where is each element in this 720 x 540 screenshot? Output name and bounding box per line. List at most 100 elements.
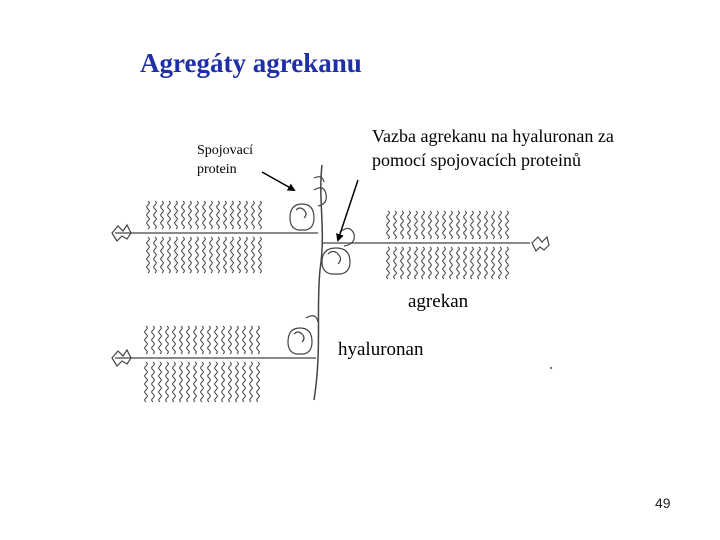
gag-chain	[173, 362, 176, 402]
gag-chain	[152, 362, 155, 402]
gag-chain	[224, 237, 227, 273]
gag-chain	[408, 247, 411, 279]
stray-dot	[550, 367, 552, 369]
gag-chain	[217, 201, 220, 229]
gag-chain	[166, 326, 169, 354]
gag-chain	[194, 326, 197, 354]
gag-chain	[231, 201, 234, 229]
gag-chain	[238, 237, 241, 273]
gag-chain	[443, 247, 446, 279]
gag-chain	[394, 211, 397, 239]
gag-chain	[217, 237, 220, 273]
gag-chain	[250, 362, 253, 402]
gag-chain	[168, 237, 171, 273]
gag-chain	[168, 201, 171, 229]
gag-chain	[238, 201, 241, 229]
gag-chains-left-upper	[147, 201, 262, 273]
gag-chain	[180, 362, 183, 402]
gag-chain	[201, 362, 204, 402]
gag-chain	[457, 211, 460, 239]
gag-chain	[443, 211, 446, 239]
page-number: 49	[655, 495, 671, 511]
gag-chain	[147, 201, 150, 229]
gag-chain	[208, 362, 211, 402]
gag-chain	[203, 201, 206, 229]
gag-chain	[182, 201, 185, 229]
hyaluronan-backbone	[314, 165, 322, 400]
gag-chain	[154, 237, 157, 273]
gag-chain	[429, 247, 432, 279]
gag-chain	[189, 201, 192, 229]
gag-chain	[187, 362, 190, 402]
gag-chain	[145, 362, 148, 402]
gag-chain	[401, 211, 404, 239]
gag-chain	[252, 201, 255, 229]
gag-chain	[506, 247, 509, 279]
gag-chain	[394, 247, 397, 279]
gag-chain	[506, 211, 509, 239]
gag-chain	[429, 211, 432, 239]
gag-chain	[201, 326, 204, 354]
gag-chain	[175, 237, 178, 273]
gag-chain	[196, 201, 199, 229]
gag-chain	[173, 326, 176, 354]
gag-chain	[243, 326, 246, 354]
gag-chain	[236, 362, 239, 402]
gag-chain	[147, 237, 150, 273]
gag-chain	[387, 211, 390, 239]
gag-chain	[210, 237, 213, 273]
gag-chain	[492, 211, 495, 239]
gag-chain	[159, 362, 162, 402]
gag-chain	[259, 201, 262, 229]
gag-chain	[210, 201, 213, 229]
gag-chain	[145, 326, 148, 354]
gag-chain	[222, 362, 225, 402]
gag-chain	[464, 211, 467, 239]
link-protein-lower	[288, 316, 318, 354]
gag-chain	[229, 326, 232, 354]
gag-chains-right	[387, 211, 509, 279]
gag-chain	[415, 247, 418, 279]
gag-chain	[499, 247, 502, 279]
gag-chain	[159, 326, 162, 354]
binding-arrow	[338, 180, 358, 240]
gag-chain	[252, 237, 255, 273]
gag-chain	[208, 326, 211, 354]
gag-chain	[152, 326, 155, 354]
gag-chain	[189, 237, 192, 273]
gag-chain	[478, 247, 481, 279]
gag-chain	[245, 237, 248, 273]
gag-chain	[182, 237, 185, 273]
gag-chain	[215, 326, 218, 354]
gag-chain	[478, 211, 481, 239]
gag-chain	[187, 326, 190, 354]
gag-chain	[236, 326, 239, 354]
gag-chain	[215, 362, 218, 402]
link-protein-middle	[322, 228, 354, 274]
gag-chains-left-lower	[145, 326, 260, 402]
gag-chain	[180, 326, 183, 354]
gag-chain	[161, 237, 164, 273]
g3-domain-right	[532, 237, 549, 251]
gag-chain	[450, 211, 453, 239]
gag-chain	[243, 362, 246, 402]
gag-chain	[450, 247, 453, 279]
gag-chain	[387, 247, 390, 279]
gag-chain	[196, 237, 199, 273]
gag-chain	[166, 362, 169, 402]
gag-chain	[408, 211, 411, 239]
gag-chain	[422, 247, 425, 279]
gag-chain	[222, 326, 225, 354]
gag-chain	[224, 201, 227, 229]
gag-chain	[154, 201, 157, 229]
gag-chain	[203, 237, 206, 273]
gag-chain	[422, 211, 425, 239]
gag-chain	[231, 237, 234, 273]
link-protein-arrow	[262, 172, 294, 190]
gag-chain	[259, 237, 262, 273]
gag-chain	[257, 362, 260, 402]
gag-chain	[436, 211, 439, 239]
gag-chain	[492, 247, 495, 279]
gag-chain	[161, 201, 164, 229]
